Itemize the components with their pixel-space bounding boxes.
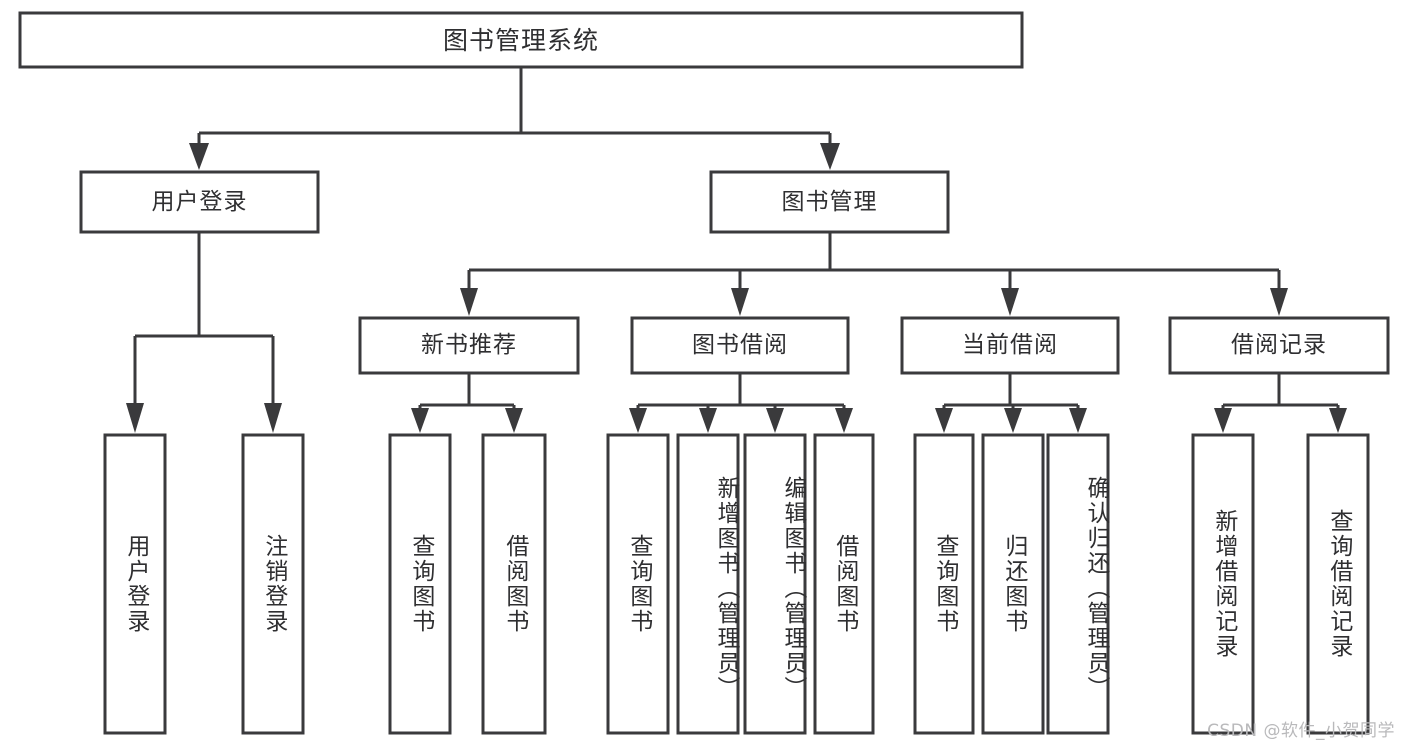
box-leaf-logout[interactable] <box>241 433 305 735</box>
arrow-to-leaf-return-book <box>1004 408 1022 433</box>
box-root[interactable] <box>18 11 1024 69</box>
connectors-current-borrow <box>935 373 1087 433</box>
arrow-to-book-manage <box>820 143 840 170</box>
arrow-to-leaf-query-book-cur <box>935 408 953 433</box>
arrow-to-user-login <box>189 143 209 170</box>
arrow-to-book-borrow <box>731 288 749 316</box>
arrow-to-leaf-add-record <box>1214 408 1232 433</box>
box-leaf-query-book-rec[interactable] <box>388 433 452 735</box>
box-borrow-record[interactable] <box>1168 316 1390 375</box>
arrow-to-leaf-logout <box>264 403 282 433</box>
box-leaf-borrow-book[interactable] <box>813 433 875 735</box>
box-leaf-edit-book[interactable] <box>743 433 807 735</box>
box-leaf-query-record[interactable] <box>1306 433 1370 735</box>
box-leaf-add-record[interactable] <box>1191 433 1255 735</box>
box-leaf-add-book[interactable] <box>676 433 740 735</box>
connectors-borrow-record <box>1214 373 1347 433</box>
arrow-to-leaf-query-book-borrow <box>629 408 647 433</box>
connectors-root <box>189 67 840 170</box>
connectors-book-borrow <box>629 373 853 433</box>
arrow-to-leaf-edit-book <box>766 408 784 433</box>
box-book-borrow[interactable] <box>630 316 850 375</box>
connectors-book-manage <box>460 232 1288 316</box>
box-book-manage[interactable] <box>709 170 950 234</box>
box-leaf-return-book[interactable] <box>981 433 1045 735</box>
box-user-login[interactable] <box>79 170 320 234</box>
box-leaf-confirm-return[interactable] <box>1046 433 1110 735</box>
connectors-user-login <box>126 232 282 433</box>
arrow-to-current-borrow <box>1001 288 1019 316</box>
node-boxes <box>18 11 1390 735</box>
arrow-to-leaf-query-book-rec <box>411 408 429 433</box>
arrow-to-leaf-user-login <box>126 403 144 433</box>
box-leaf-user-login[interactable] <box>103 433 167 735</box>
box-current-borrow[interactable] <box>900 316 1120 375</box>
arrow-to-new-book-rec <box>460 288 478 316</box>
box-leaf-query-book-borrow[interactable] <box>606 433 670 735</box>
arrow-to-leaf-confirm-return <box>1069 408 1087 433</box>
arrow-to-leaf-borrow-book-rec <box>505 408 523 433</box>
box-new-book-rec[interactable] <box>358 316 580 375</box>
arrow-to-borrow-record <box>1270 288 1288 316</box>
arrow-to-leaf-add-book <box>699 408 717 433</box>
box-leaf-borrow-book-rec[interactable] <box>481 433 547 735</box>
csdn-watermark: CSDN @软件_小贺同学 <box>1207 721 1395 741</box>
arrow-to-leaf-query-record <box>1329 408 1347 433</box>
connectors-new-book-rec <box>411 373 523 433</box>
arrow-to-leaf-borrow-book <box>835 408 853 433</box>
box-leaf-query-book-cur[interactable] <box>913 433 975 735</box>
